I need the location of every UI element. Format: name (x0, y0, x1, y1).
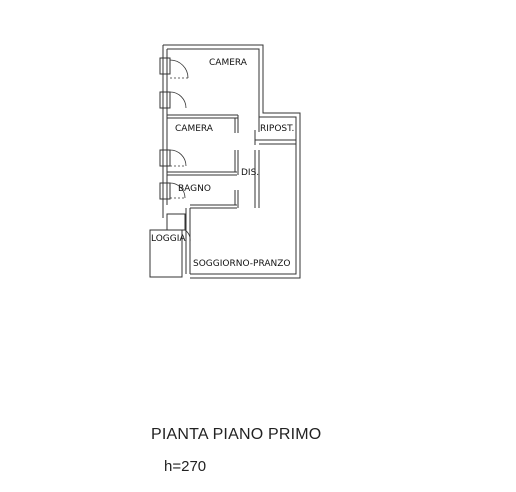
room-label-dis: DIS. (241, 168, 259, 178)
room-label-soggiorno: SOGGIORNO-PRANZO (193, 259, 291, 269)
plan-title: PIANTA PIANO PRIMO (151, 426, 322, 443)
door-swings (169, 59, 191, 243)
interior-walls (149, 114, 296, 278)
room-labels: CAMERA CAMERA RIPOST. DIS. BAGNO LOGGIA … (151, 58, 294, 269)
room-label-bagno: BAGNO (178, 184, 211, 194)
room-label-ripost: RIPOST. (260, 124, 294, 134)
ceiling-height-label: h=270 (164, 458, 207, 475)
room-label-camera-1: CAMERA (209, 58, 248, 68)
room-label-camera-2: CAMERA (175, 124, 214, 134)
windows (159, 57, 171, 200)
room-label-loggia: LOGGIA (151, 234, 186, 244)
